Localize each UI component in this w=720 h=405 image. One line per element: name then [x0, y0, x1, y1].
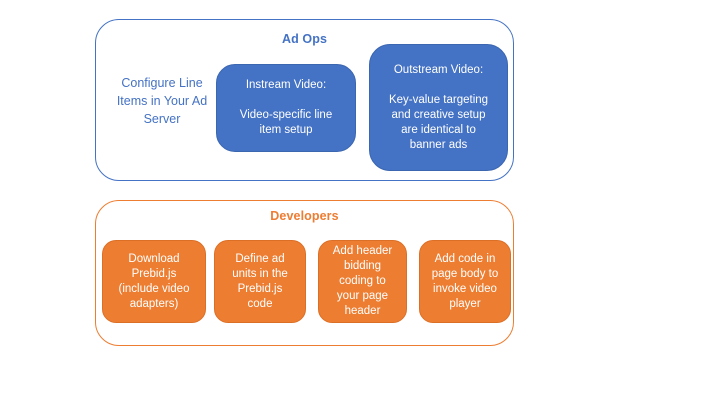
ad-ops-panel: Ad Ops Configure Line Items in Your Ad S…	[95, 19, 514, 181]
step-add-page-body-code-box: Add code in page body to invoke video pl…	[419, 240, 511, 323]
step-add-header-bidding-box: Add header bidding coding to your page h…	[318, 240, 407, 323]
ad-ops-panel-title: Ad Ops	[281, 32, 328, 46]
instream-video-box: Instream Video: Video-specific line item…	[216, 64, 356, 152]
developers-panel: Developers Download Prebid.js (include v…	[95, 200, 514, 346]
developers-panel-title: Developers	[270, 209, 339, 223]
step-define-ad-units-box: Define ad units in the Prebid.js code	[214, 240, 306, 323]
step-download-prebid-box: Download Prebid.js (include video adapte…	[102, 240, 206, 323]
configure-line-items-label: Configure Line Items in Your Ad Server	[116, 76, 208, 126]
outstream-video-box: Outstream Video: Key-value targeting and…	[369, 44, 508, 171]
